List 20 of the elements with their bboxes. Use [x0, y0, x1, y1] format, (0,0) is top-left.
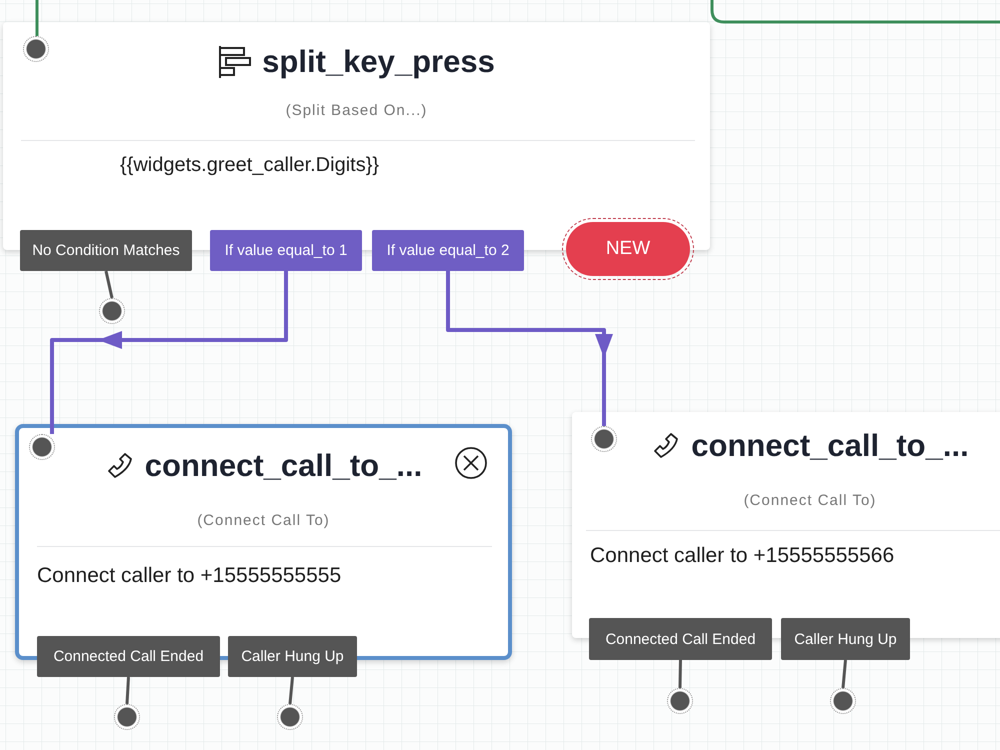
transition-label: No Condition Matches — [20, 230, 192, 271]
transition-label: If value equal_to 1 — [210, 230, 362, 271]
widget-title: split_key_press — [262, 44, 495, 80]
widget-title: connect_call_to_... — [144, 448, 422, 484]
connector-dot — [29, 434, 55, 460]
connector-dot — [23, 36, 49, 62]
widget-type: (Split Based On...) — [284, 102, 428, 119]
connector-dot — [591, 426, 617, 452]
transition-label: If value equal_to 2 — [372, 230, 524, 271]
widget-type: (Connect Call To) — [742, 492, 878, 509]
new-badge: NEW — [566, 222, 690, 276]
widget-title: connect_call_to_... — [691, 428, 969, 464]
widget-description: Connect caller to +15555555566 — [590, 544, 894, 568]
transition-label: Caller Hung Up — [781, 618, 910, 660]
transition-label: Connected Call Ended — [589, 618, 772, 660]
widget-description: Connect caller to +15555555555 — [37, 564, 342, 588]
widget-type: (Connect Call To) — [196, 512, 331, 529]
transition-label: Connected Call Ended — [37, 636, 220, 677]
widget-description: {{widgets.greet_caller.Digits}} — [120, 154, 380, 177]
transition-label: Caller Hung Up — [228, 636, 357, 677]
